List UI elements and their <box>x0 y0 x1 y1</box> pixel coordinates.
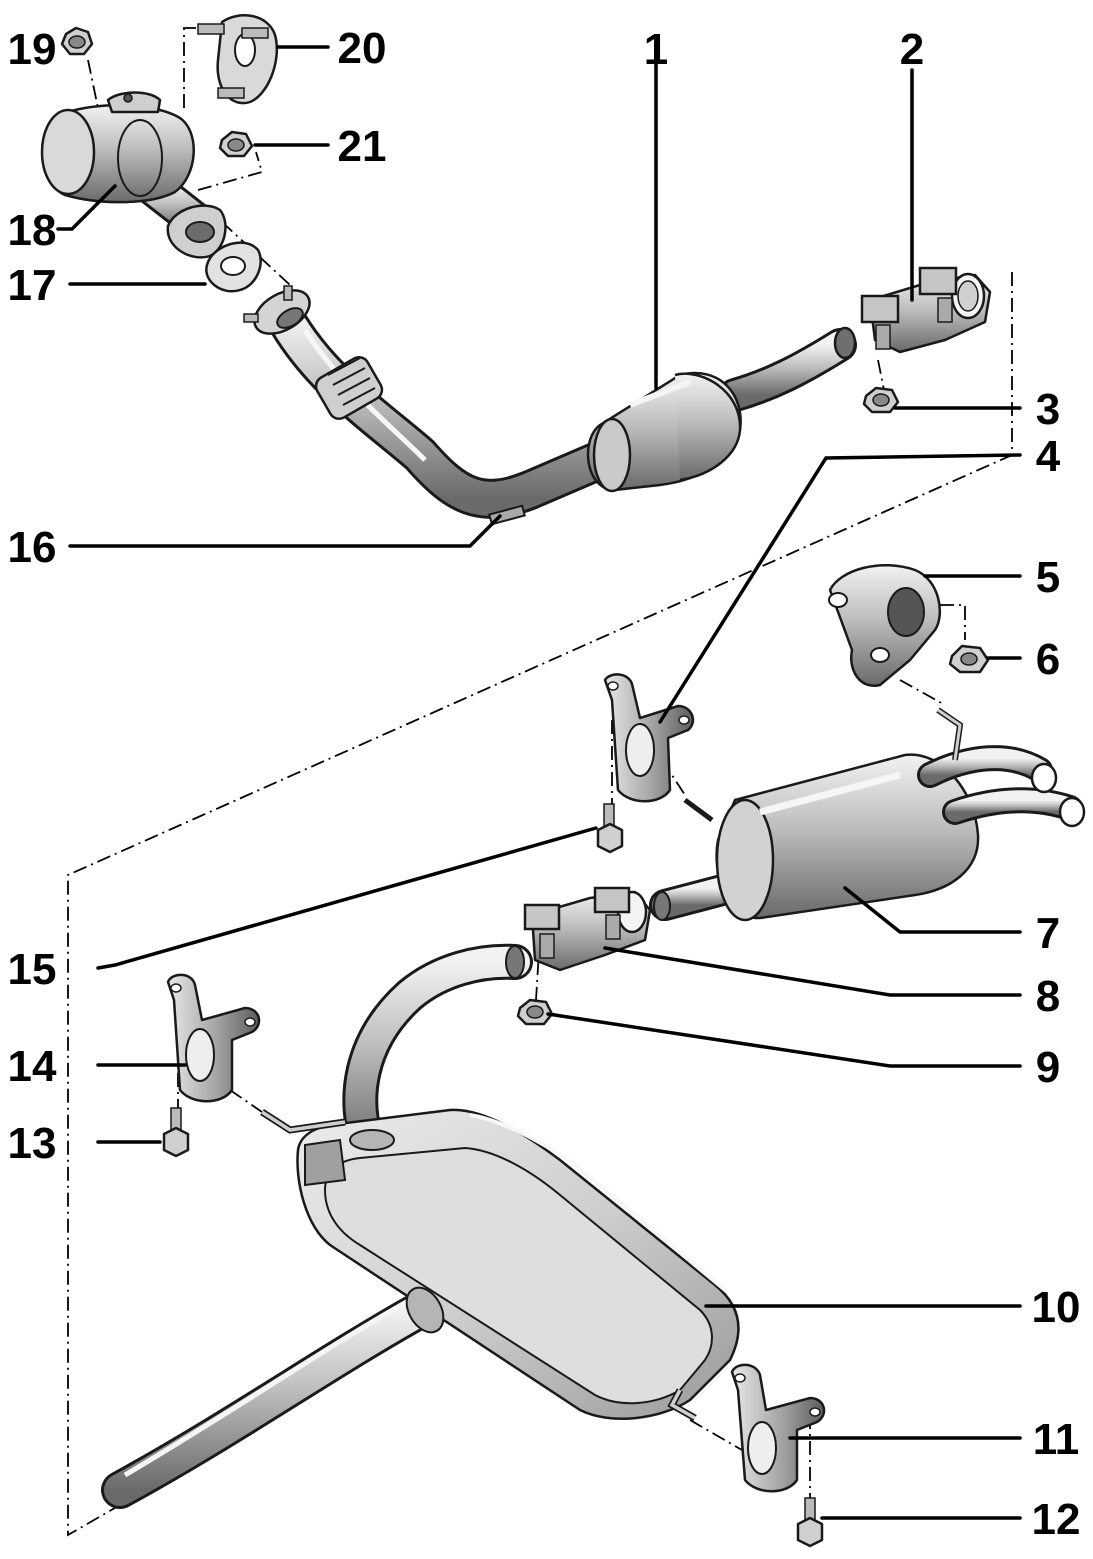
callout-4: 4 <box>1036 432 1061 481</box>
bolt-15 <box>596 803 624 854</box>
front-pipe <box>243 285 620 526</box>
callout-5: 5 <box>1036 553 1060 602</box>
callout-17: 17 <box>8 261 57 310</box>
callout-numbers: 1 2 3 4 5 6 7 8 9 10 11 12 13 14 15 16 1… <box>8 24 1081 1544</box>
callout-20: 20 <box>338 24 387 73</box>
callout-19: 19 <box>8 25 57 74</box>
callout-11: 11 <box>1033 1415 1080 1464</box>
callout-13: 13 <box>8 1119 57 1168</box>
callout-6: 6 <box>1036 635 1060 684</box>
stud-flange <box>197 14 279 105</box>
rubber-mount <box>828 563 942 688</box>
callout-3: 3 <box>1036 385 1060 434</box>
callout-21: 21 <box>338 122 387 171</box>
nut-21 <box>218 130 254 158</box>
rear-silencer <box>649 707 1086 922</box>
callout-2: 2 <box>900 25 924 74</box>
pre-catalyst <box>40 91 227 259</box>
catalytic-converter <box>586 326 857 493</box>
hanger-bracket-11 <box>730 1363 826 1493</box>
clamp-8 <box>523 886 652 972</box>
nut-3 <box>862 386 900 414</box>
callout-12: 12 <box>1032 1495 1081 1544</box>
leader-lines <box>56 38 1022 1520</box>
centre-silencer <box>101 943 740 1509</box>
bolt-13 <box>162 1107 190 1158</box>
nut-6 <box>948 644 990 674</box>
callout-15: 15 <box>8 945 57 994</box>
hanger-bracket-4 <box>603 673 695 803</box>
clamp-2 <box>860 266 992 354</box>
callout-8: 8 <box>1036 972 1060 1021</box>
gasket <box>205 241 262 293</box>
callout-16: 16 <box>8 523 57 572</box>
callout-1: 1 <box>644 25 668 74</box>
nut-9 <box>516 998 554 1026</box>
flex-bellows <box>314 355 384 421</box>
callout-18: 18 <box>8 206 57 255</box>
callout-14: 14 <box>8 1042 57 1091</box>
bolt-12 <box>796 1497 824 1548</box>
callout-7: 7 <box>1036 909 1060 958</box>
nut-19 <box>60 26 94 56</box>
hanger-bracket-14 <box>166 973 261 1103</box>
callout-10: 10 <box>1032 1283 1081 1332</box>
callout-9: 9 <box>1036 1043 1060 1092</box>
